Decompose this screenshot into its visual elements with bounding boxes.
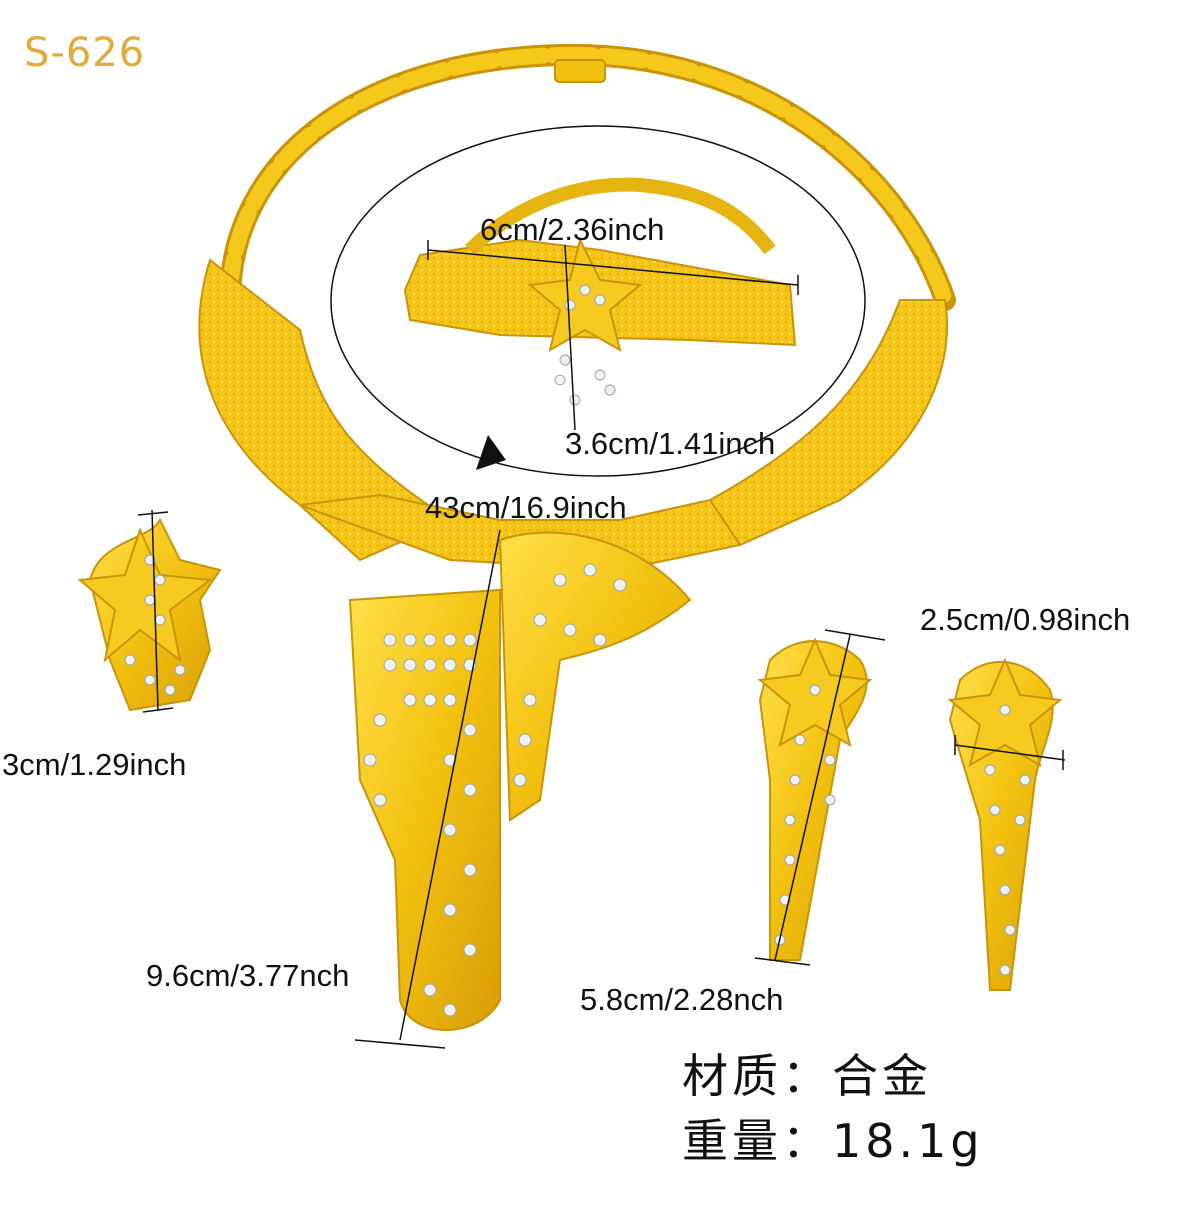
ring-height-label: 3cm/1.29inch: [2, 747, 187, 782]
bracelet-width-label: 3.6cm/1.41inch: [565, 426, 776, 461]
earring-left: [757, 637, 873, 961]
bracelet-length-label: 6cm/2.36inch: [480, 212, 665, 247]
arrow-icon: [476, 435, 506, 470]
product-code: S-626: [24, 30, 146, 76]
bracelet: [330, 125, 866, 477]
earring-width-label: 2.5cm/0.98inch: [920, 602, 1131, 637]
measurement-lines: [137, 240, 1066, 1049]
earring-length-label: 5.8cm/2.28nch: [580, 982, 784, 1017]
necklace-chain: [219, 43, 956, 311]
earring-right: [947, 657, 1063, 991]
weight-label: 重量：: [682, 1114, 832, 1168]
material-value: 合金: [832, 1049, 932, 1103]
necklace-pendant: [348, 531, 692, 1031]
material-label: 材质：: [682, 1049, 832, 1103]
pendant-length-label: 9.6cm/3.77nch: [146, 958, 350, 993]
weight-row: 重量：18.1g: [682, 1105, 984, 1171]
ring: [77, 517, 222, 712]
material-row: 材质：合金: [682, 1040, 932, 1106]
necklace-length-label: 43cm/16.9inch: [425, 490, 627, 525]
weight-value: 18.1g: [832, 1114, 984, 1168]
